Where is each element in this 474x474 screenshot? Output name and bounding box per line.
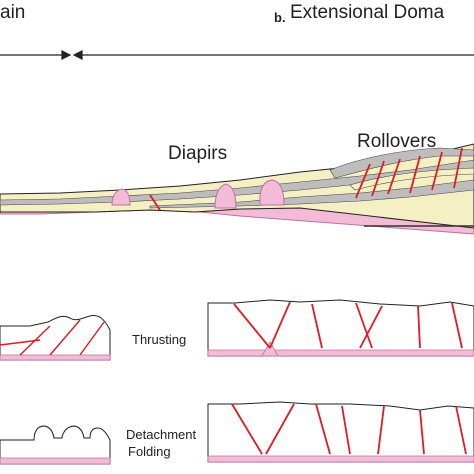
compressional-domain-label: ain [0, 2, 26, 23]
fault-line [315, 403, 331, 455]
thrust-fault-line [355, 302, 373, 349]
thrusting-panel-left [0, 315, 111, 361]
thrust-fault-line [359, 305, 383, 349]
thrust-fault-line [49, 319, 81, 356]
main-cross-section [0, 143, 474, 235]
rollover-sand [349, 167, 474, 191]
fault-line [341, 405, 351, 455]
fold-block-outline [207, 401, 474, 463]
fault-line [377, 405, 385, 455]
thrust-fault-line [451, 302, 463, 349]
diapirs-label: Diapirs [168, 143, 228, 164]
extensional-domain-label: Extensional Doma [290, 2, 445, 23]
rollovers-label: Rollovers [357, 131, 437, 152]
diapir-1 [111, 188, 131, 206]
fault-line [265, 403, 295, 455]
thrust-block-outline [0, 315, 111, 361]
fold-faults [231, 403, 467, 455]
thrusting-label: Thrusting [132, 332, 187, 347]
detachment-panel-right [207, 401, 474, 463]
detachment-label: Detachment [126, 427, 197, 442]
fault-line [231, 403, 263, 455]
fault-line [149, 194, 161, 211]
thrust-fault-line [417, 305, 421, 349]
diapir-3 [259, 179, 285, 206]
folding-label: Folding [128, 444, 171, 459]
fold-salt-base [0, 457, 111, 465]
thrust-faults [233, 301, 463, 349]
thrust-fault-line [311, 303, 323, 349]
fault-line [409, 155, 421, 194]
domain-boundary-arrows [0, 50, 474, 60]
thrust-fault-line [233, 303, 271, 349]
fault-line [453, 147, 463, 189]
thrust-block-outline [207, 299, 474, 357]
fault-line [371, 160, 385, 197]
fold-salt-base [207, 455, 474, 463]
compressional-arrowhead [61, 50, 72, 60]
panel-letter-label: b. [274, 10, 286, 25]
fold-block-outline [0, 425, 111, 465]
thrust-salt-base [0, 354, 111, 361]
thrust-fault-line [0, 339, 41, 346]
thrust-salt-base [207, 349, 474, 357]
fault-line [419, 409, 425, 455]
fault-line [355, 163, 371, 199]
fault-line [387, 158, 401, 195]
thrusting-panel-right [207, 299, 474, 357]
fault-line [455, 405, 467, 455]
extensional-arrowhead [72, 50, 83, 60]
shale-layer-2 [149, 179, 474, 209]
detachment-panel-left [0, 425, 111, 465]
salt-wedge [261, 341, 279, 357]
rollover-faults [149, 147, 463, 211]
thrust-fault-line [79, 321, 105, 356]
fault-line [431, 151, 443, 191]
rollover-shale [329, 147, 474, 179]
thrust-faults [0, 319, 105, 356]
thrust-fault-line [269, 301, 291, 349]
diapir-2 [214, 183, 237, 209]
sediment-wedge [0, 143, 474, 229]
